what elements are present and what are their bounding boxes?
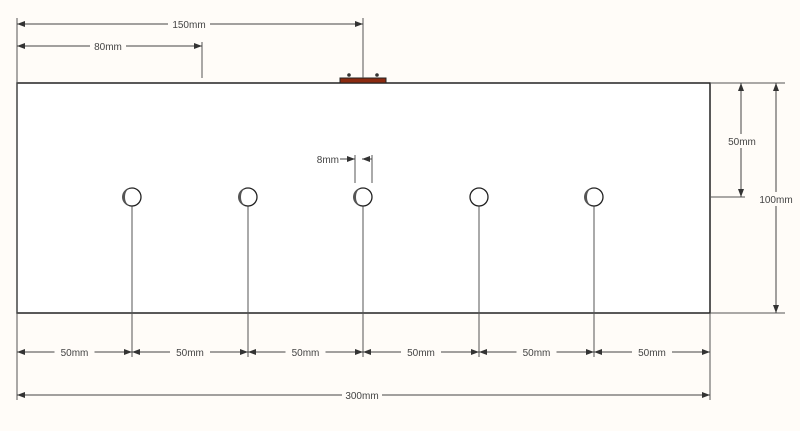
- hole: [353, 187, 373, 207]
- dim-spacing-50mm: 50mm: [407, 348, 435, 359]
- dim-spacing-50mm: 50mm: [638, 348, 666, 359]
- dim-spacing-50mm: 50mm: [292, 348, 320, 359]
- dim-100mm: 100mm: [759, 195, 792, 206]
- dim-80mm: 80mm: [94, 42, 122, 53]
- dim-300mm: 300mm: [345, 391, 378, 402]
- hole: [122, 187, 142, 207]
- dim-spacing-50mm: 50mm: [61, 348, 89, 359]
- dim-spacing-50mm: 50mm: [523, 348, 551, 359]
- dim-spacing-50mm: 50mm: [176, 348, 204, 359]
- dim-150mm: 150mm: [172, 20, 205, 31]
- dim-8mm: 8mm: [317, 155, 339, 166]
- dim-50mm-vertical: 50mm: [728, 137, 756, 148]
- hole: [469, 187, 489, 207]
- hole: [238, 187, 258, 207]
- hole: [584, 187, 604, 207]
